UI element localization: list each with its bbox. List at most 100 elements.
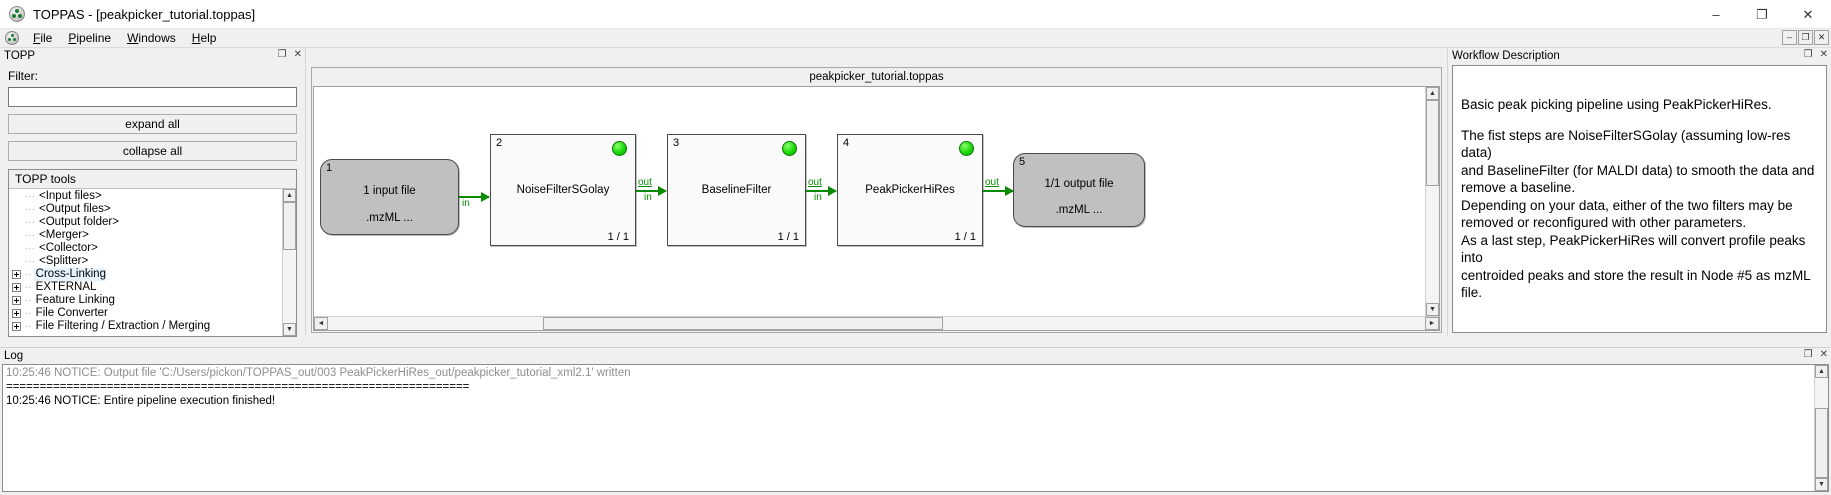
tree-item-file-filtering-extraction-merging[interactable]: ··File Filtering / Extraction / Merging [9,320,282,333]
maximize-button[interactable]: ❐ [1756,6,1768,22]
tree-vertical-scrollbar[interactable]: ▲ ▼ [282,189,296,336]
log-line-1: ========================================… [6,381,470,393]
node-2-title: NoiseFilterSGolay [516,184,610,196]
expand-plus-icon[interactable] [9,322,23,331]
edge-3-to-4-arrow [828,186,837,196]
menu-pipeline[interactable]: Pipeline [68,31,112,45]
workflow-panel-close-icon[interactable]: ✕ [1819,49,1828,60]
log-scroll-down-button[interactable]: ▼ [1815,478,1828,491]
topp-panel-close-icon[interactable]: ✕ [293,49,302,60]
canvas-hscroll-track[interactable] [328,317,1425,330]
edge-3-out-label: out [808,177,822,188]
pipeline-canvas-column: peakpicker_tutorial.toppas 1 1 input fil… [306,48,1447,337]
canvas-scroll-down-button[interactable]: ▼ [1426,303,1439,316]
tree-item-label: <Input files> [39,190,102,202]
canvas-vertical-scrollbar[interactable]: ▲ ▼ [1425,87,1439,316]
mdi-minimize-button[interactable]: – [1782,30,1797,45]
edge-3-to-4 [806,190,836,192]
edge-3-in-label: in [814,192,822,203]
pipeline-node-2[interactable]: 2 NoiseFilterSGolay 1 / 1 [490,134,636,246]
expand-plus-icon[interactable] [9,283,23,292]
expand-all-button[interactable]: expand all [8,114,297,134]
toppas-app-icon [9,6,25,22]
menu-windows[interactable]: Windows [127,31,176,45]
pipeline-client: 1 1 input file .mzML ... in 2 [313,86,1440,331]
tree-item-external[interactable]: ··EXTERNAL [9,281,282,294]
log-output-box[interactable]: 10:25:46 NOTICE: Output file 'C:/Users/p… [2,364,1829,492]
tree-item-collector[interactable]: ···<Collector> [9,242,282,255]
workflow-p2-line-4: Depending on your data, either of the tw… [1461,197,1793,213]
tree-column-header[interactable]: TOPP tools [9,170,296,189]
minimize-button[interactable]: – [1712,7,1720,22]
collapse-all-button[interactable]: collapse all [8,141,297,161]
workflow-panel-float-icon[interactable]: ❐ [1803,49,1813,60]
tree-item-cross-linking[interactable]: ··Cross-Linking [9,268,282,281]
mdi-close-button[interactable]: ✕ [1814,30,1829,45]
log-scroll-track[interactable] [1815,378,1828,478]
log-panel-float-icon[interactable]: ❐ [1803,349,1813,360]
node-5-subtitle: .mzML ... [1055,204,1103,216]
edge-1-to-2-arrow [481,192,490,202]
filter-input[interactable] [8,87,297,107]
window-controls: – ❐ ✕ [1693,0,1831,29]
pipeline-node-3[interactable]: 3 BaselineFilter 1 / 1 [667,134,806,246]
tree-item-feature-linking[interactable]: ··Feature Linking [9,294,282,307]
tree-item-input-files[interactable]: ···<Input files> [9,190,282,203]
tree-item-splitter[interactable]: ···<Splitter> [9,255,282,268]
log-scroll-thumb[interactable] [1815,408,1828,478]
tree-connector-dots: ·· [25,269,32,280]
menu-file[interactable]: File [33,31,53,45]
canvas-scroll-up-button[interactable]: ▲ [1426,87,1439,100]
mdi-area: peakpicker_tutorial.toppas 1 1 input fil… [306,63,1447,337]
tree-scroll-track[interactable] [283,202,296,323]
pipeline-graph[interactable]: 1 1 input file .mzML ... in 2 [314,87,1425,316]
tree-item-label: Feature Linking [35,294,115,306]
tree-scroll-thumb[interactable] [283,202,296,250]
expand-plus-icon[interactable] [9,296,23,305]
close-button[interactable]: ✕ [1802,6,1814,22]
edge-4-to-5 [983,190,1013,192]
edge-1-to-2 [459,196,489,198]
tree-item-output-files[interactable]: ··· <Output files> [9,203,282,216]
mdi-window-controls: – ❐ ✕ [1782,30,1829,45]
pipeline-node-1[interactable]: 1 1 input file .mzML ... [320,159,459,235]
expand-plus-icon[interactable] [9,309,23,318]
edge-2-to-3 [636,190,666,192]
window-title: TOPPAS - [peakpicker_tutorial.toppas] [33,6,256,22]
pipeline-node-5[interactable]: 5 1/1 output file .mzML ... [1013,153,1145,227]
log-panel-close-icon[interactable]: ✕ [1819,349,1828,360]
tree-scroll-down-button[interactable]: ▼ [283,323,296,336]
tree-item-label: File Filtering / Extraction / Merging [35,320,211,332]
workflow-p2-line-3: remove a baseline. [1461,180,1576,196]
tree-item-merger[interactable]: ···<Merger> [9,229,282,242]
topp-panel-float-icon[interactable]: ❐ [277,49,287,60]
canvas-scroll-left-button[interactable]: ◄ [314,317,328,330]
tree-scroll-up-button[interactable]: ▲ [283,189,296,202]
canvas-horizontal-scrollbar[interactable]: ◄ ► [314,316,1439,330]
mdi-restore-button[interactable]: ❐ [1798,30,1813,45]
canvas-hscroll-thumb[interactable] [543,317,943,330]
tree-item-output-folder[interactable]: ···<Output folder> [9,216,282,229]
tree-item-file-converter[interactable]: ··File Converter [9,307,282,320]
log-vertical-scrollbar[interactable]: ▲ ▼ [1814,365,1828,491]
expand-plus-icon[interactable] [9,270,23,279]
canvas-vscroll-thumb[interactable] [1426,100,1439,186]
menu-help[interactable]: Help [191,31,217,45]
tree-item-label: <Output files> [39,203,111,215]
log-lines: 10:25:46 NOTICE: Output file 'C:/Users/p… [3,365,1814,491]
menu-help-rest: elp [200,31,217,45]
tree-connector-dots: ··· [25,204,35,215]
tree-item-label: File Converter [35,307,108,319]
workflow-description-text[interactable]: Basic peak picking pipeline using PeakPi… [1452,65,1827,333]
node-1-title: 1 input file [363,185,416,198]
canvas-scroll-right-button[interactable]: ► [1425,317,1439,330]
pipeline-window-title: peakpicker_tutorial.toppas [312,68,1441,86]
node-4-count: 1 / 1 [954,231,976,243]
menu-pipeline-rest: ipeline [76,31,112,45]
pipeline-node-4[interactable]: 4 PeakPickerHiRes 1 / 1 [837,134,983,246]
log-line-2: 10:25:46 NOTICE: Entire pipeline executi… [6,395,276,407]
tree-item-list: ···<Input files>··· <Output files>···<Out… [9,189,282,336]
log-scroll-up-button[interactable]: ▲ [1815,365,1828,378]
canvas-vscroll-track[interactable] [1426,100,1439,303]
topp-tools-tree: TOPP tools ···<Input files>··· <Output fi… [8,169,297,337]
